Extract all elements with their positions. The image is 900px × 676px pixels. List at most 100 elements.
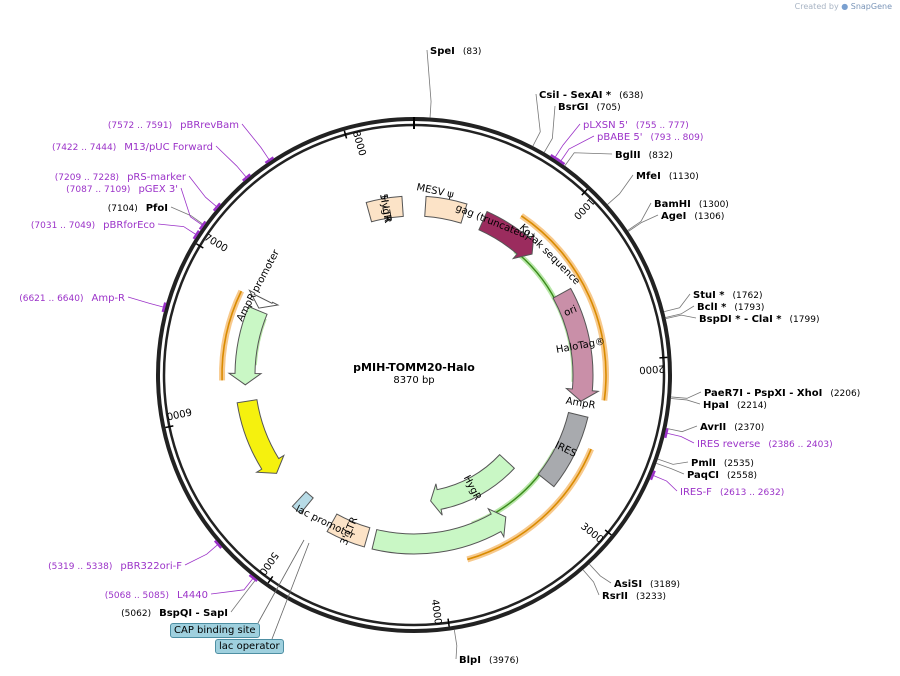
pbr322ori-label: (5319 .. 5338) pBR322ori-F <box>48 561 182 572</box>
gag-feature <box>478 210 535 260</box>
tick-mark <box>581 188 588 196</box>
hpai-name: HpaI <box>703 400 729 411</box>
csii-leader <box>532 93 541 147</box>
iresf-label: IRES-F (2613 .. 2632) <box>680 487 784 498</box>
amprprom-feature <box>248 289 280 309</box>
bspqi-leader <box>230 578 257 613</box>
ltr5-feature <box>365 195 404 223</box>
ori-label: ori <box>562 304 578 319</box>
ltr5-label: 5' LTR <box>377 193 393 224</box>
pbabe5-binding-mark <box>555 157 566 166</box>
pbrrevbam-binding-mark <box>264 156 275 164</box>
tick-mark <box>447 618 450 627</box>
pbr322ori-leader <box>184 543 220 566</box>
pgex3-binding-mark <box>198 220 207 231</box>
tick-label: 2000 <box>639 362 665 375</box>
bsrgi-name: BsrGI <box>558 102 588 113</box>
blpi-position: (3976) <box>489 656 519 666</box>
iresf-position: (2613 .. 2632) <box>720 488 784 498</box>
bspdi-name: BspDI * - ClaI * <box>699 314 782 325</box>
ampr_primer-position: (6621 .. 6640) <box>19 294 83 304</box>
stui-position: (1762) <box>733 291 763 301</box>
pbrrevbam-name: pBRrevBam <box>180 120 239 131</box>
prsmarker-position: (7209 .. 7228) <box>55 173 119 183</box>
iresrev-name: IRES reverse <box>697 439 760 450</box>
pbabe5-label: pBABE 5'(793 .. 809) <box>597 132 703 143</box>
agei-leader <box>628 214 659 232</box>
paqci-leader <box>656 462 685 475</box>
bcli-label: BclI *(1793) <box>697 302 764 313</box>
ires-feature <box>537 411 589 488</box>
orf-arcs <box>219 213 609 563</box>
pgex3-name: pGEX 3' <box>138 184 178 195</box>
tick-label: 7000 <box>202 232 229 255</box>
bspqi-label: (5062)BspQI - SapI <box>121 608 228 619</box>
l4440-name: L4440 <box>177 590 208 601</box>
stui-name: StuI * <box>693 290 725 301</box>
avrii-label: AvrII(2370) <box>700 422 764 433</box>
m13-leader <box>215 145 248 179</box>
ampr-feature <box>227 305 268 386</box>
paqci-label: PaqCI(2558) <box>687 470 757 481</box>
hygr-outer-feature <box>430 453 516 516</box>
asisi-label: AsiSI(3189) <box>614 579 680 590</box>
ampr-label: AmpR <box>565 396 596 412</box>
ampr_primer-leader <box>127 296 166 308</box>
pbr322ori-position: (5319 .. 5338) <box>48 562 112 572</box>
bglii-position: (832) <box>649 151 673 161</box>
bspdi-leader <box>665 314 697 320</box>
tick-label: 3000 <box>578 521 605 546</box>
bglii-label: BglII(832) <box>615 150 673 161</box>
pbrforeco-position: (7031 .. 7049) <box>31 221 95 231</box>
csii-position: (638) <box>619 91 643 101</box>
bsrgi-label: BsrGI (705) <box>558 102 621 113</box>
rsrii-label: RsrII(3233) <box>602 591 666 602</box>
asisi-name: AsiSI <box>614 579 642 590</box>
site-labels: SpeI(83)CsiI - SexAI *(638)BsrGI(705)Bgl… <box>19 46 860 666</box>
l4440-label: (5068 .. 5085)L4440 <box>105 590 208 601</box>
tick-mark <box>659 356 668 359</box>
hygr-inner-label: HygR <box>377 194 392 222</box>
orf-hyg-arc <box>467 448 592 561</box>
ori-feature <box>236 399 285 474</box>
spei-leader <box>426 49 432 118</box>
hpai-position: (2214) <box>737 401 767 411</box>
halotag-feature <box>552 287 600 402</box>
mfei-name: MfeI <box>636 171 661 182</box>
backbone-ring <box>156 117 672 633</box>
avrii-name: AvrII <box>700 422 726 433</box>
bspdi-label: BspDI * - ClaI *(1799) <box>699 314 819 325</box>
tick-label: 5000 <box>256 550 280 577</box>
pfoi-label: (7104)PfoI <box>108 203 168 214</box>
pbr322ori-binding-mark <box>213 539 223 549</box>
m13-binding-mark <box>241 173 252 182</box>
iresf-name: IRES-F <box>680 487 712 498</box>
agei-label: AgeI(1306) <box>661 211 724 222</box>
mesv-feature <box>424 195 468 224</box>
tick-mark <box>604 529 612 536</box>
lacop-tag: lac operator <box>215 639 284 654</box>
pbrforeco-leader <box>157 223 198 236</box>
plxsn5-name: pLXSN 5' <box>583 120 628 131</box>
iresrev-binding-mark <box>664 428 669 439</box>
bsrgi-leader <box>543 105 556 153</box>
bsrgi-position: (705) <box>596 103 620 113</box>
pbr322ori-name: pBR322ori-F <box>120 561 182 572</box>
ampr_primer-binding-mark <box>161 302 167 313</box>
tick-mark <box>343 130 348 139</box>
rsrii-name: RsrII <box>602 591 628 602</box>
pmli-label: PmlI(2535) <box>691 458 754 469</box>
hpai-label: HpaI (2214) <box>703 400 767 411</box>
orf-halo-arc <box>520 215 607 401</box>
ltr3-feature <box>326 513 371 548</box>
pbrrevbam-leader <box>241 123 271 162</box>
prsmarker-label: (7209 .. 7228)pRS-marker <box>55 172 187 183</box>
paer7i-name: PaeR7I - PspXI - XhoI <box>704 388 822 399</box>
pbrforeco-binding-mark <box>192 229 201 240</box>
bspqi-position: (5062) <box>121 609 151 619</box>
snapgene-credit: Created by ● SnapGene <box>795 2 892 11</box>
pbabe5-leader <box>559 135 595 163</box>
paer7i-label: PaeR7I - PspXI - XhoI(2206) <box>704 388 860 399</box>
